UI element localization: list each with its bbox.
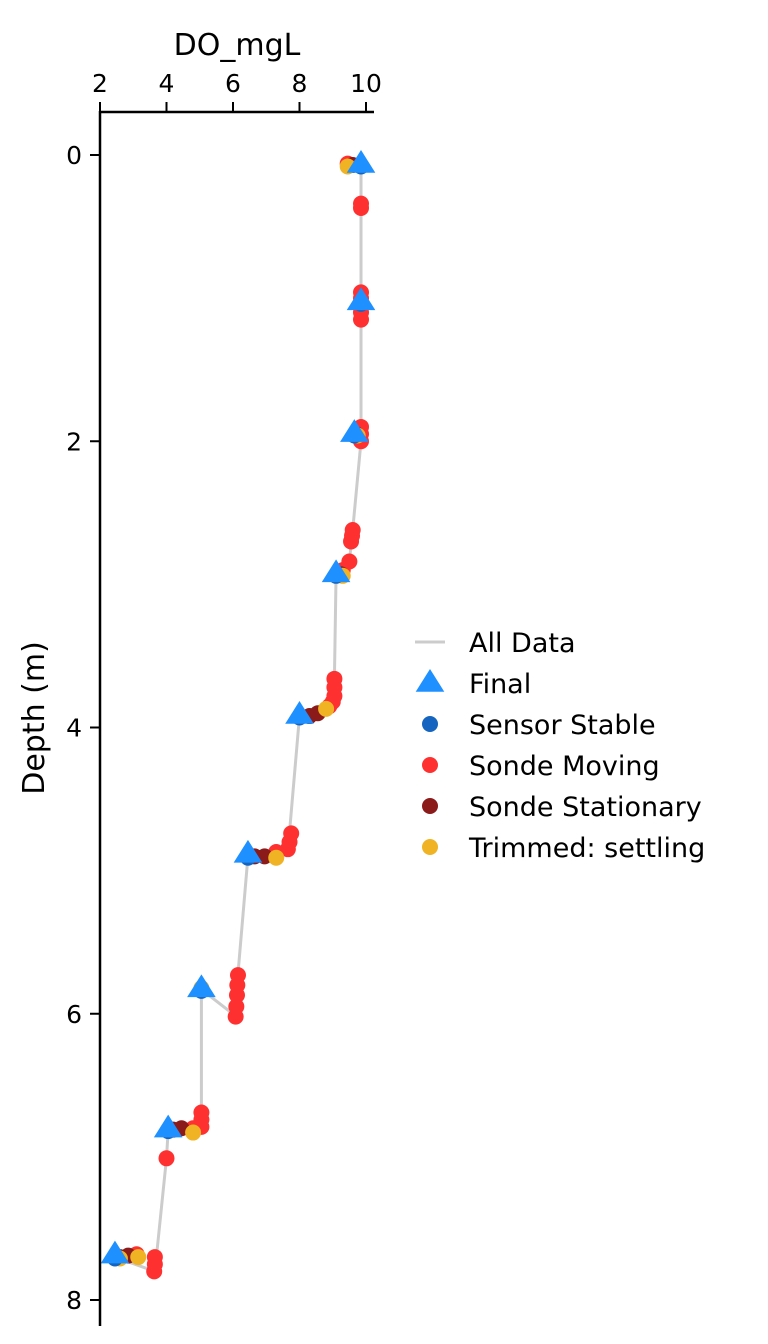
final-point [100, 1240, 130, 1264]
sonde-moving-point [353, 199, 370, 216]
x-axis-label: DO_mgL [174, 28, 301, 63]
y-tick-label: 4 [66, 714, 82, 743]
trimmed-settling-point [268, 849, 285, 866]
sonde-moving-point [228, 987, 245, 1004]
y-tick-label: 6 [66, 1000, 82, 1029]
final-point [285, 701, 314, 724]
plot-marks [100, 150, 376, 1280]
y-axis-label: Depth (m) [17, 641, 52, 795]
series-sonde-moving [128, 155, 370, 1280]
final-point [346, 150, 376, 173]
legend-label-final: Final [469, 669, 531, 700]
final-point [233, 839, 263, 863]
sonde-moving-point [227, 1008, 244, 1025]
y-ticks: 0 2 4 6 8 [66, 141, 100, 1315]
sonde-moving-point [353, 311, 370, 328]
x-ticks: 2 4 6 8 10 [92, 69, 382, 112]
sonde-moving-point [158, 1150, 175, 1167]
legend-label-sonde-moving: Sonde Moving [469, 751, 660, 782]
sonde-moving-point [343, 533, 360, 550]
sonde-moving-point [146, 1263, 163, 1280]
final-point [187, 974, 216, 998]
legend-triangle-icon [415, 669, 445, 692]
x-tick-label: 8 [292, 69, 308, 98]
legend-label-trimmed-settling: Trimmed: settling [468, 833, 705, 864]
legend-dot-icon [422, 757, 438, 773]
legend-label-sonde-stationary: Sonde Stationary [469, 792, 702, 823]
trimmed-settling-point [130, 1249, 147, 1266]
final-point [346, 287, 376, 311]
final-point [340, 419, 369, 442]
y-tick-label: 2 [66, 427, 82, 456]
legend-dot-icon [422, 716, 438, 732]
x-tick-label: 2 [92, 69, 108, 98]
series-all-data [114, 163, 363, 1274]
x-tick-label: 6 [225, 69, 241, 98]
y-tick-label: 8 [66, 1286, 82, 1315]
series-final [100, 150, 376, 1264]
series-trimmed-settling [111, 158, 366, 1267]
legend-dot-icon [422, 839, 438, 855]
final-point [153, 1114, 183, 1138]
x-tick-label: 4 [159, 69, 175, 98]
legend-dot-icon [422, 798, 438, 814]
legend-label-sensor-stable: Sensor Stable [469, 710, 656, 741]
trimmed-settling-point [185, 1124, 202, 1141]
trimmed-settling-point [318, 700, 335, 717]
final-point [321, 559, 351, 583]
all-data-line [114, 163, 363, 1274]
legend-label-all-data: All Data [469, 628, 576, 659]
y-tick-label: 0 [66, 141, 82, 170]
x-tick-label: 10 [350, 69, 382, 98]
